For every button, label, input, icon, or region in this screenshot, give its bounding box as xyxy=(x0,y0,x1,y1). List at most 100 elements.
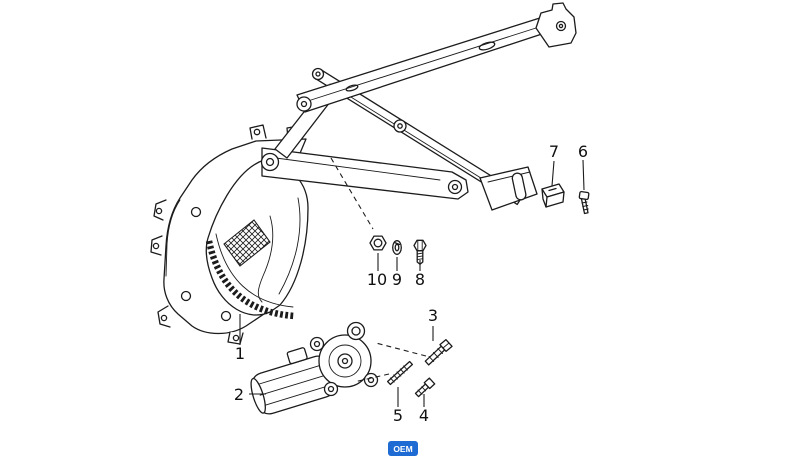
main-pivot xyxy=(260,152,280,172)
tab-hole xyxy=(232,334,240,342)
tab-hole xyxy=(152,242,160,250)
motor-ear xyxy=(309,336,325,352)
fasteners xyxy=(369,183,590,398)
screw4-head xyxy=(423,377,436,390)
tab-hole xyxy=(253,128,261,136)
guide-rail xyxy=(296,2,577,113)
tab-hole xyxy=(160,314,168,322)
screw3-head-line xyxy=(442,342,450,349)
leader-line-6 xyxy=(582,159,585,191)
screw-part6 xyxy=(578,190,590,215)
cross-arm xyxy=(311,67,524,206)
motor-ear-hole xyxy=(367,376,375,384)
plate-rivet xyxy=(180,290,192,302)
clip-side xyxy=(541,188,547,208)
worm-stud-hole xyxy=(351,326,361,336)
dashed-line xyxy=(330,157,374,230)
callout-label-4: 4 xyxy=(419,406,429,425)
stud-part5 xyxy=(387,360,413,386)
dashed-locator-lines xyxy=(330,157,427,383)
nut-hex xyxy=(369,235,387,251)
plate-tab xyxy=(157,305,171,328)
plate-tab xyxy=(227,331,244,345)
gear-teeth-arc xyxy=(205,240,296,320)
arm-roller-hole xyxy=(451,183,459,191)
watermark-badge: OEM xyxy=(388,441,418,456)
callout-label-1: 1 xyxy=(235,344,245,363)
stud5-thread xyxy=(389,365,408,383)
plate-contour-line xyxy=(165,199,181,277)
stud5-shaft xyxy=(387,360,413,386)
plate-rivet xyxy=(220,310,232,322)
screw3-shaft xyxy=(424,345,446,366)
screw3-thread xyxy=(428,347,443,363)
screw6-thread xyxy=(581,201,589,211)
screw-part4 xyxy=(414,377,436,398)
gearbox-hub xyxy=(337,353,353,369)
motor-rib xyxy=(259,373,332,396)
callout-label-8: 8 xyxy=(415,270,425,289)
main-arm-flange-line xyxy=(275,157,441,181)
motor-ear-hole xyxy=(313,340,321,348)
hex-nut-part10 xyxy=(369,235,387,251)
callout-label-3: 3 xyxy=(428,306,438,325)
washer-inner xyxy=(394,243,400,252)
callout-label-2: 2 xyxy=(234,385,244,404)
bolt-thread xyxy=(416,258,424,261)
rail-end-hole xyxy=(300,100,308,108)
rail-end-rivet xyxy=(296,96,312,112)
crosshatch-strip xyxy=(223,219,271,267)
callout-label-6: 6 xyxy=(578,142,588,161)
sector-cutout-curve xyxy=(257,215,274,303)
callout-label-7: 7 xyxy=(549,142,559,161)
leader-line-7 xyxy=(551,160,555,187)
bracket-slot xyxy=(511,172,527,201)
clip-slot xyxy=(548,187,557,192)
bolt-thread xyxy=(416,255,424,258)
screw4-thread xyxy=(417,386,427,395)
bracket-hole-center xyxy=(558,23,564,29)
arm-roller xyxy=(447,179,463,195)
bolt-head-facet xyxy=(417,240,423,251)
washer-part9 xyxy=(392,240,402,255)
motor-body-group xyxy=(250,347,337,415)
bolt-thread xyxy=(416,252,424,255)
slotted-bracket-body xyxy=(479,166,538,211)
washer-split xyxy=(393,241,401,246)
main-pivot-hole xyxy=(265,157,275,167)
leader-lines xyxy=(239,159,585,407)
main-lift-arm xyxy=(260,147,469,200)
sector-cutout-curve xyxy=(278,197,301,295)
nut-hole xyxy=(373,238,383,248)
motor-ear xyxy=(323,381,339,397)
callout-labels: 1 2 3 4 5 6 7 8 9 10 xyxy=(234,142,588,425)
rail-slot-hole xyxy=(345,84,359,92)
cross-arm-end-hole xyxy=(315,71,321,77)
rail-body xyxy=(296,16,552,113)
motor-rib xyxy=(264,384,333,406)
motor-terminal xyxy=(286,347,308,365)
toothed-sector xyxy=(205,159,309,320)
clip-front xyxy=(545,191,565,208)
callout-label-10: 10 xyxy=(367,270,387,289)
cross-rivet xyxy=(393,119,407,133)
rail-slot-hole xyxy=(478,41,496,51)
motor-rib xyxy=(258,363,327,385)
callout-label-5: 5 xyxy=(393,406,403,425)
cross-rivet-hole xyxy=(397,123,403,129)
rail-channel-line xyxy=(310,27,537,101)
cross-arm-end-rivet xyxy=(311,67,325,81)
bracket-hole xyxy=(555,20,567,32)
hex-bolt-part8 xyxy=(413,239,427,265)
watermark-text: OEM xyxy=(393,444,412,454)
plate-top-tab xyxy=(249,124,267,140)
plate-rivet xyxy=(190,206,202,218)
tab-hole xyxy=(155,207,163,215)
main-arm-body xyxy=(261,147,469,200)
worm-stud xyxy=(346,321,366,341)
plate-tab xyxy=(150,235,163,256)
drive-motor xyxy=(250,321,379,415)
slotted-bracket xyxy=(479,166,538,211)
motor-ear xyxy=(363,372,379,388)
